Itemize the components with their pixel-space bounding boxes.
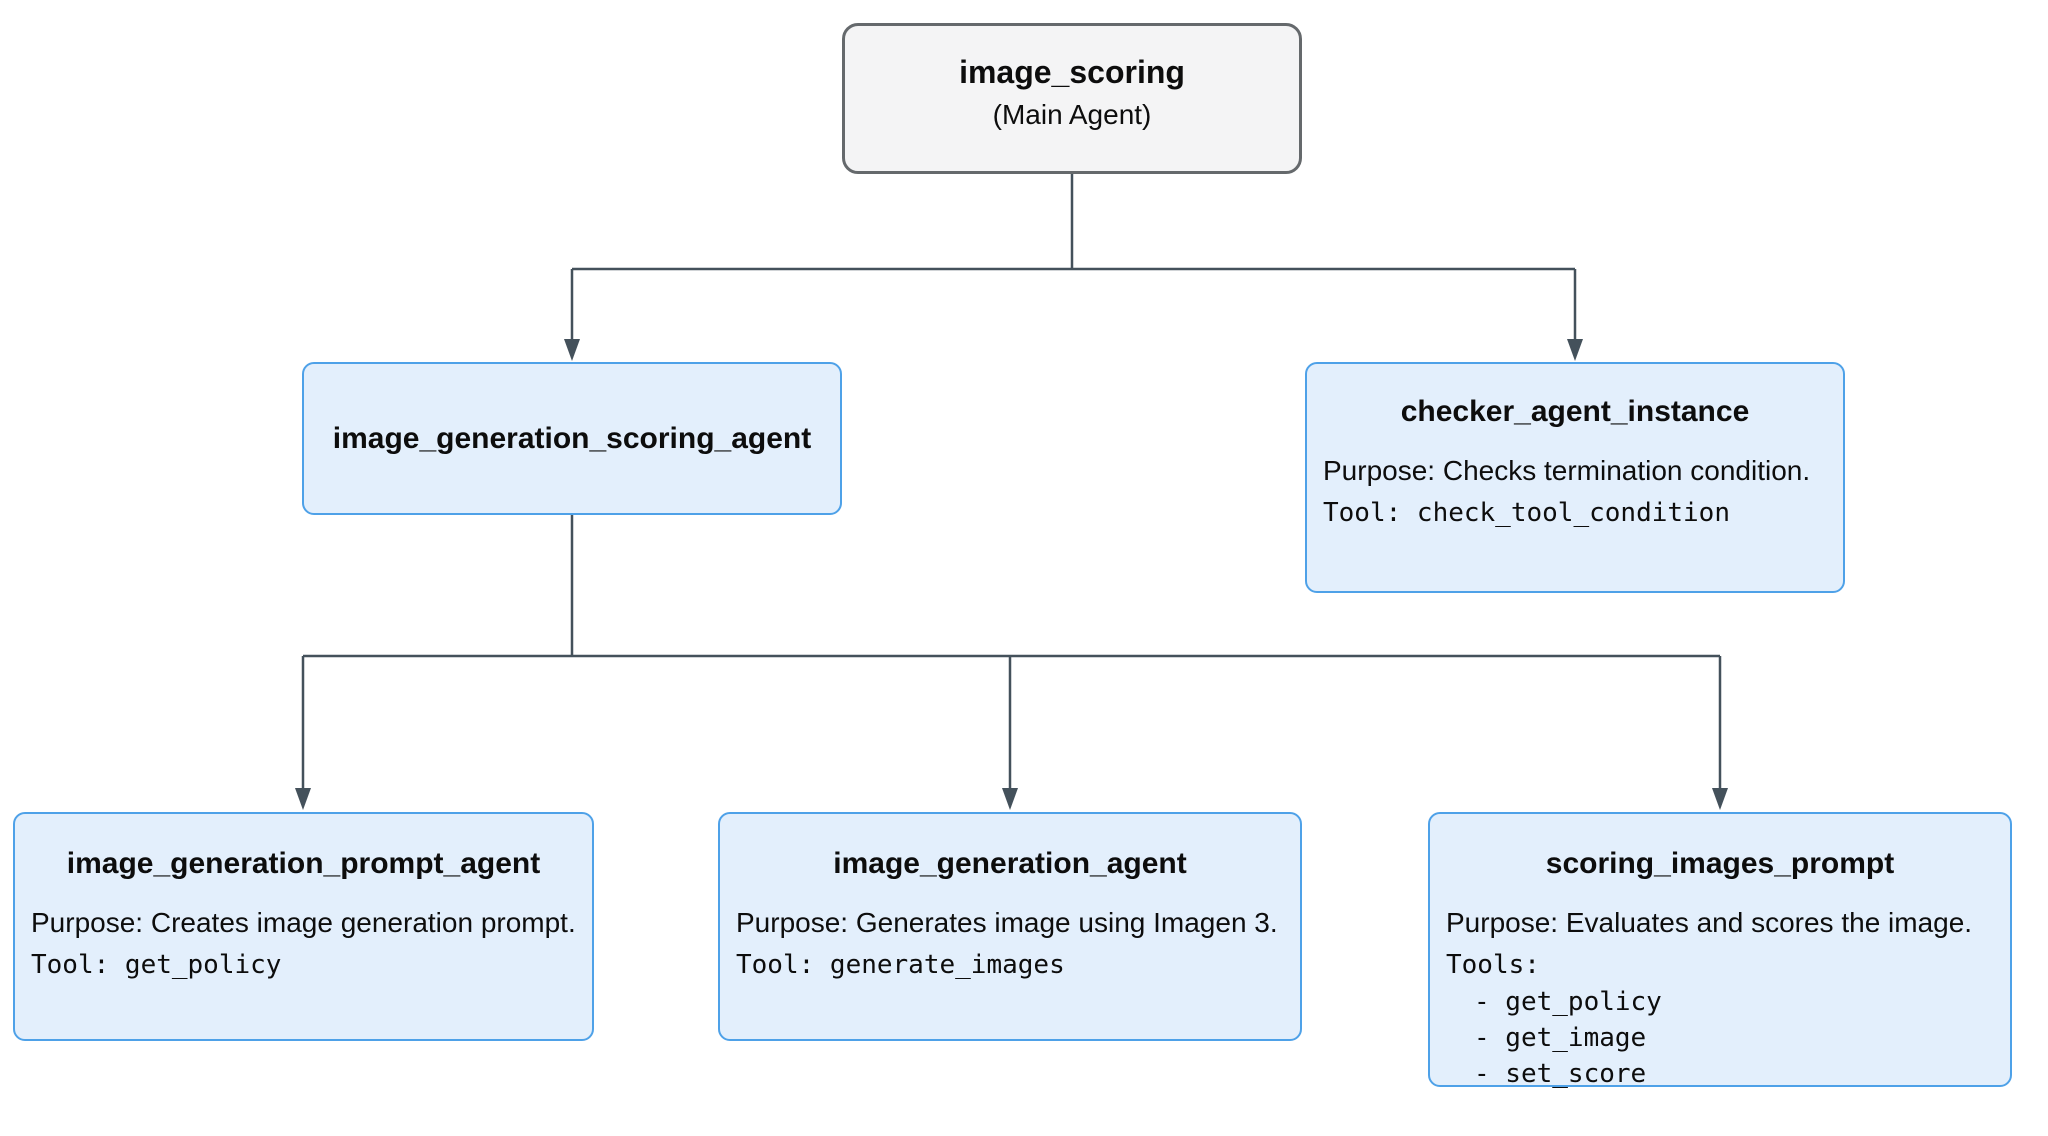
node-subtitle: (Main Agent) (992, 99, 1152, 130)
node-tool: Tool: get_policy (31, 950, 282, 980)
node-scoring-images-prompt: scoring_images_prompt Purpose: Evaluates… (1428, 812, 2012, 1089)
tool-list-item: - get_image (1474, 1023, 1647, 1053)
arrowhead-to-checker-agent-instance (1567, 339, 1583, 361)
node-tool: Tool: generate_images (736, 950, 1065, 980)
tool-list-item: - get_policy (1474, 987, 1662, 1017)
node-purpose: Purpose: Creates image generation prompt… (31, 907, 576, 938)
arrowhead-to-image-generation-prompt-agent (295, 788, 311, 810)
node-purpose: Purpose: Generates image using Imagen 3. (736, 907, 1278, 938)
node-title: scoring_images_prompt (1545, 847, 1895, 880)
node-purpose: Purpose: Evaluates and scores the image. (1446, 907, 1973, 938)
node-tools-label: Tools: (1446, 950, 1540, 980)
node-title: checker_agent_instance (1400, 395, 1750, 428)
node-image-generation-agent: image_generation_agent Purpose: Generate… (718, 812, 1302, 1041)
node-title: image_scoring (959, 54, 1185, 90)
node-checker-agent-instance: checker_agent_instance Purpose: Checks t… (1305, 362, 1845, 593)
node-image-generation-prompt-agent: image_generation_prompt_agent Purpose: C… (13, 812, 594, 1041)
node-title: image_generation_agent (833, 847, 1187, 880)
arrowhead-to-image-generation-agent (1002, 788, 1018, 810)
arrowhead-to-scoring-images-prompt (1712, 788, 1728, 810)
node-image-scoring: image_scoring (Main Agent) (842, 23, 1302, 174)
node-tools-list: - get_policy - get_image - set_score (1446, 984, 1994, 1092)
tool-list-item: - set_score (1474, 1059, 1647, 1089)
node-tool: Tool: check_tool_condition (1323, 498, 1730, 528)
arrowhead-to-image-generation-scoring-agent (564, 339, 580, 361)
node-title: image_generation_scoring_agent (332, 421, 812, 455)
node-image-generation-scoring-agent: image_generation_scoring_agent (302, 362, 842, 515)
node-purpose: Purpose: Checks termination condition. (1323, 455, 1811, 486)
node-title: image_generation_prompt_agent (66, 847, 541, 880)
